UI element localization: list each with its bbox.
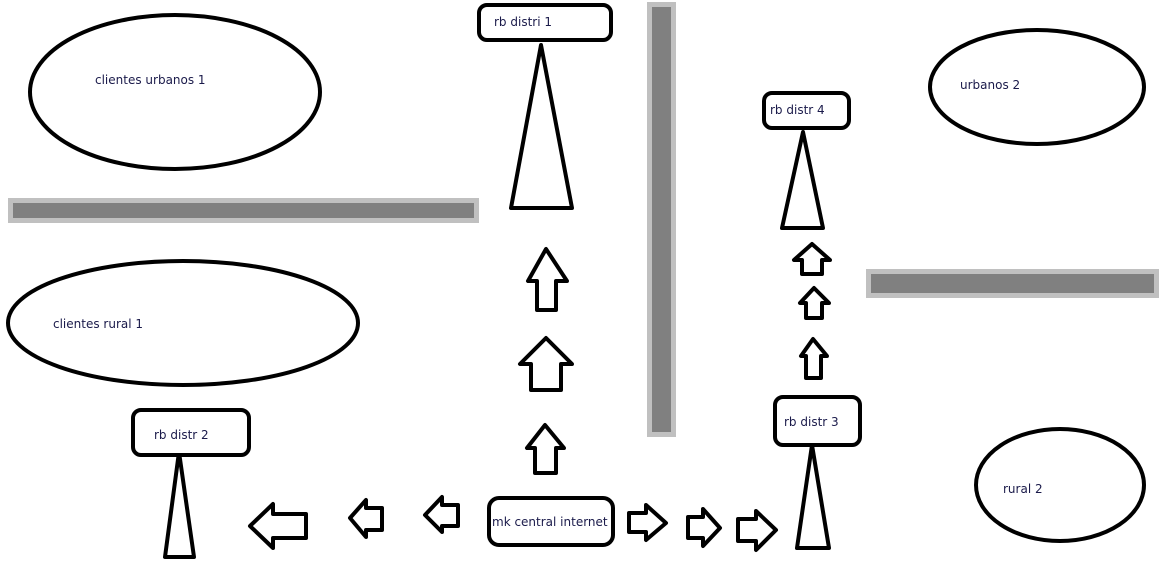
- node-label: rb distr 3: [784, 415, 839, 429]
- area-label: rural 2: [1003, 482, 1043, 496]
- tower-antenna-icon: [509, 43, 574, 210]
- tower-antenna-icon: [163, 450, 196, 559]
- arrow-up-icon: [526, 247, 569, 312]
- area-label: clientes rural 1: [53, 317, 143, 331]
- arrow-left-icon: [248, 502, 308, 550]
- node-rb-distri-1: rb distri 1: [477, 3, 613, 42]
- arrow-up-icon: [518, 336, 574, 392]
- node-label: mk central internet: [492, 515, 608, 529]
- arrow-right-icon: [686, 507, 722, 548]
- wall-right-horizontal: [866, 269, 1159, 298]
- node-label: rb distr 4: [770, 103, 825, 117]
- tower-antenna-icon: [780, 130, 825, 230]
- area-label: urbanos 2: [960, 78, 1020, 92]
- arrow-right-icon: [627, 503, 668, 542]
- arrow-up-icon: [792, 242, 832, 276]
- area-clientes-urbanos-1: clientes urbanos 1: [28, 13, 322, 171]
- arrow-left-icon: [348, 498, 384, 539]
- area-urbanos-2: urbanos 2: [928, 28, 1146, 146]
- node-label: rb distr 2: [154, 428, 209, 442]
- arrow-up-icon: [799, 337, 829, 380]
- tower-antenna-icon: [795, 443, 831, 550]
- arrow-up-icon: [798, 286, 831, 320]
- area-clientes-rural-1: clientes rural 1: [6, 259, 360, 387]
- wall-left-horizontal: [8, 198, 479, 223]
- area-rural-2: rural 2: [974, 427, 1146, 543]
- arrow-up-icon: [525, 423, 566, 475]
- node-rb-distr-2: rb distr 2: [131, 408, 251, 457]
- node-rb-distr-3: rb distr 3: [773, 395, 862, 447]
- arrow-right-icon: [736, 509, 778, 552]
- node-rb-distr-4: rb distr 4: [762, 91, 851, 130]
- node-mk-central-internet: mk central internet: [487, 496, 615, 547]
- arrow-left-icon: [423, 495, 460, 534]
- wall-vertical: [647, 2, 676, 437]
- node-label: rb distri 1: [494, 15, 552, 29]
- area-label: clientes urbanos 1: [95, 73, 206, 87]
